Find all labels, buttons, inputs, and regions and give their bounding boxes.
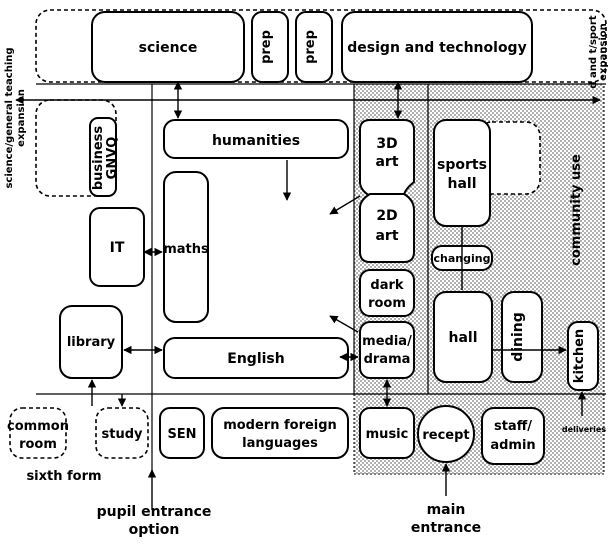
music-label: music: [366, 427, 409, 442]
expansion-left-label-1: science/general teaching: [4, 47, 15, 188]
art-2d-label-2: art: [375, 228, 398, 244]
prep-room-2: [295, 11, 333, 83]
staff-admin-label-1: staff/: [494, 419, 532, 434]
business-gnvq-label-2: GNVQ: [105, 137, 120, 180]
it-label: IT: [110, 240, 125, 256]
common-room-label-1: common: [7, 419, 69, 434]
reception-room: [417, 405, 475, 463]
humanities-label: humanities: [212, 133, 300, 149]
expansion-right-label-1: d and t/sport: [588, 15, 599, 88]
sixth-form-label: sixth form: [26, 469, 101, 484]
main-entrance-label-1: main: [427, 502, 466, 518]
connection-arrows: [15, 81, 601, 510]
dark-room-label-2: room: [368, 296, 406, 311]
mfl-room: [211, 407, 349, 459]
art-3d-label-1: 3D: [376, 136, 397, 152]
mfl-label-1: modern foreign: [223, 418, 337, 433]
pupil-entrance-label-1: pupil entrance: [97, 504, 212, 520]
staff-admin-label-2: admin: [490, 438, 535, 453]
library-room: [59, 305, 123, 379]
dark-room-label-1: dark: [370, 278, 403, 293]
science-room: [91, 11, 245, 83]
mfl-label-2: languages: [242, 436, 318, 451]
study-room: [95, 407, 149, 459]
kitchen-room: [567, 321, 599, 391]
sports-hall-room: [433, 119, 491, 227]
hall-room: [433, 291, 493, 383]
business-gnvq-room: [89, 117, 117, 197]
design-technology-label: design and technology: [347, 40, 526, 56]
library-label: library: [67, 335, 116, 350]
dining-room: [501, 291, 543, 383]
reception-label: recept: [422, 428, 469, 443]
art-2d-room: [359, 193, 415, 263]
pupil-entrance-label-2: option: [129, 522, 180, 538]
main-entrance-label-2: entrance: [411, 520, 481, 536]
business-gnvq-label-1: business: [91, 126, 106, 191]
english-label: English: [227, 351, 284, 367]
it-room: [89, 207, 145, 287]
media-drama-room: [359, 321, 415, 379]
sports-hall-label-2: hall: [447, 176, 476, 192]
staff-admin-room: [481, 407, 545, 465]
kitchen-label: kitchen: [572, 329, 587, 383]
expansion-right-label-2: expansion: [598, 23, 609, 81]
maths-room: [163, 171, 209, 323]
sen-label: SEN: [167, 427, 196, 442]
humanities-room: [163, 119, 349, 159]
media-drama-label-1: media/: [362, 334, 412, 349]
art-2d-label-1: 2D: [376, 208, 397, 224]
music-room: [359, 407, 415, 459]
common-room-label-2: room: [19, 437, 57, 452]
expansion-left-label-2: expansion: [16, 89, 27, 147]
common-room: [9, 407, 67, 459]
study-label: study: [102, 427, 144, 442]
hall-label: hall: [448, 330, 477, 346]
media-drama-label-2: drama: [364, 352, 411, 367]
prep-2-label: prep: [303, 30, 318, 64]
science-label: science: [139, 40, 198, 56]
dining-label: dining: [510, 312, 526, 362]
prep-room-1: [251, 11, 289, 83]
maths-label: maths: [163, 242, 209, 257]
sports-hall-label-1: sports: [437, 157, 487, 173]
sen-room: [159, 407, 205, 459]
community-use-label: community use: [569, 154, 584, 266]
deliveries-label: deliveries: [562, 425, 606, 434]
design-technology-room: [341, 11, 533, 83]
prep-1-label: prep: [259, 30, 274, 64]
dark-room: [359, 269, 415, 317]
art-3d-label-2: art: [375, 154, 398, 170]
